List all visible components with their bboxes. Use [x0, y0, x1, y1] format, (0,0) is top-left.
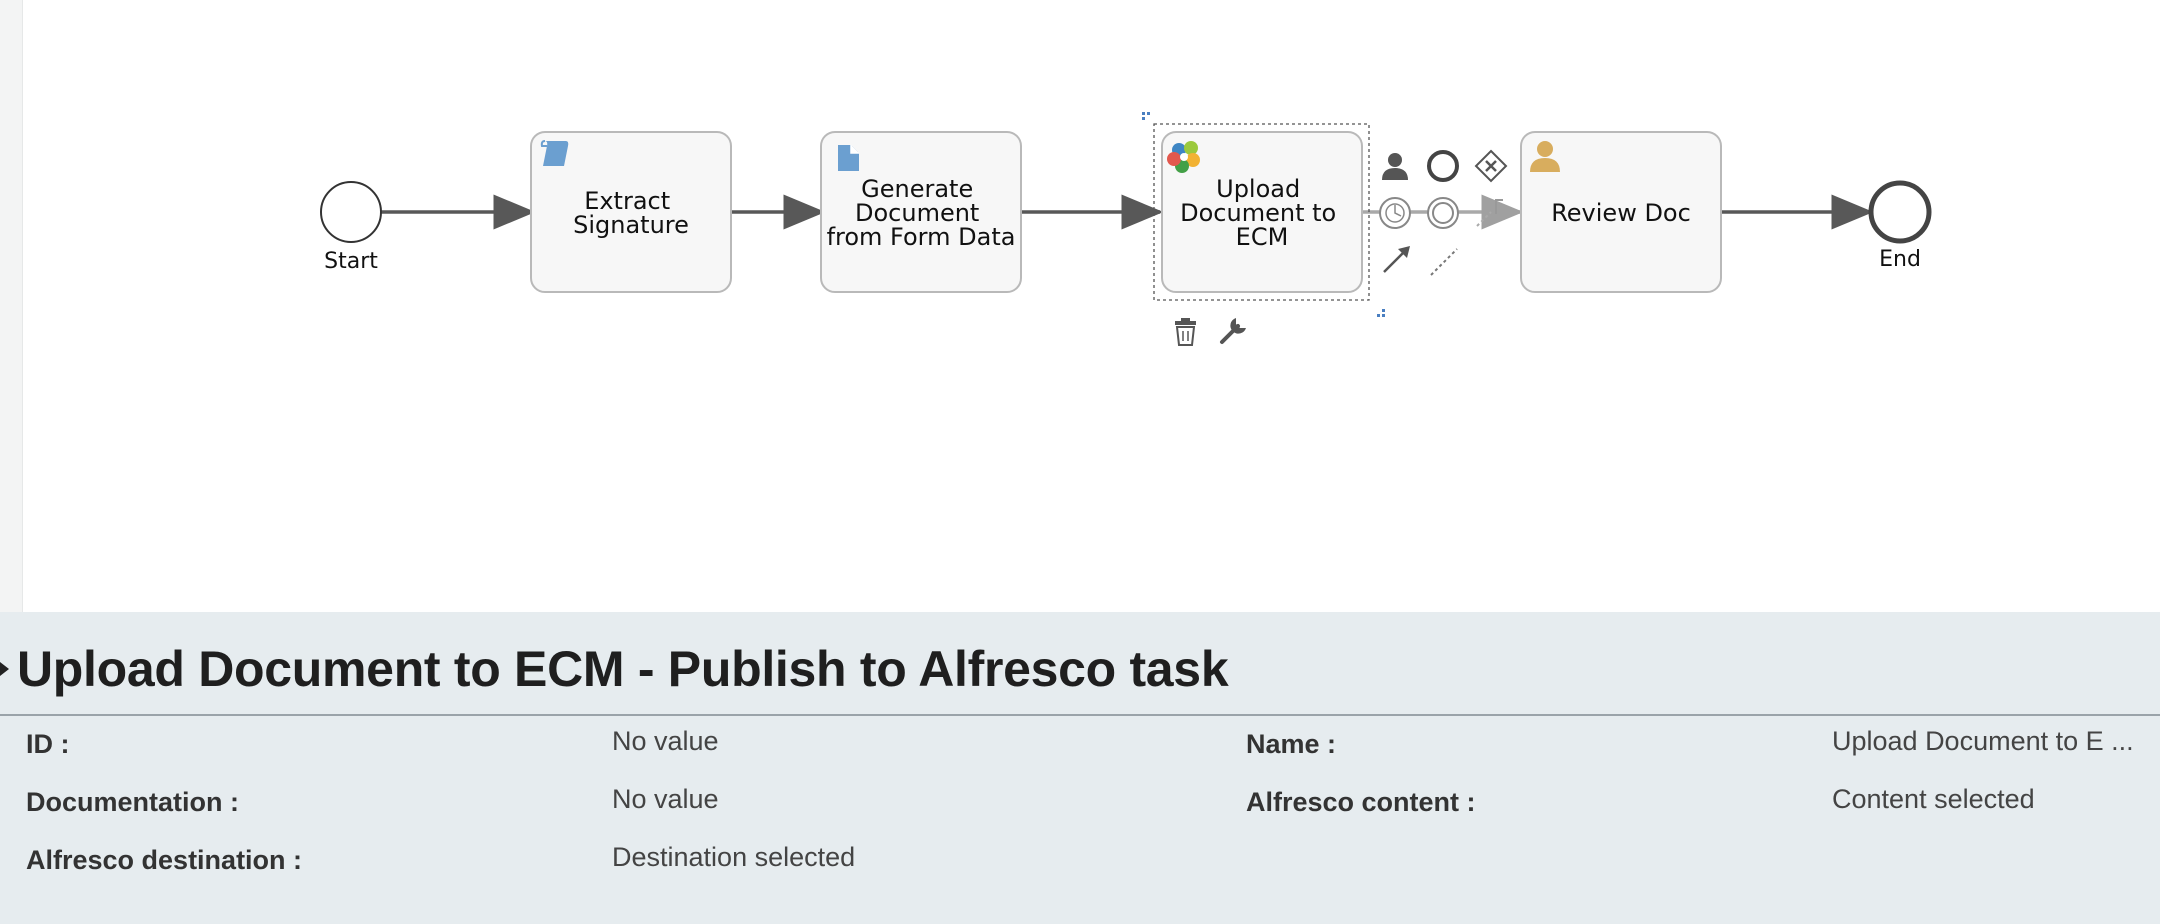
connect-arrow-icon[interactable]: [1383, 246, 1410, 273]
end-event-label: End: [1879, 247, 1921, 272]
prop-documentation-value[interactable]: No value: [612, 784, 719, 814]
selection-box: [1153, 123, 1370, 301]
user-task-icon[interactable]: [1382, 153, 1408, 180]
end-event[interactable]: End: [1868, 180, 1932, 272]
delete-icon[interactable]: [1175, 318, 1196, 346]
properties-panel: Upload Document to ECM - Publish to Alfr…: [0, 612, 2160, 924]
prop-id-value[interactable]: No value: [612, 726, 719, 756]
text-annotation-icon[interactable]: [1495, 199, 1503, 214]
properties-panel-header[interactable]: Upload Document to ECM - Publish to Alfr…: [0, 634, 1229, 704]
intermediate-event-icon[interactable]: [1427, 197, 1459, 229]
task-generate-document[interactable]: Generate Document from Form Data: [820, 131, 1022, 293]
task-review-doc[interactable]: Review Doc: [1520, 131, 1722, 293]
alfresco-icon: [1167, 141, 1200, 173]
left-palette-edge: [0, 0, 23, 612]
task-extract-signature[interactable]: Extract Signature: [530, 131, 732, 293]
document-icon: [838, 145, 859, 171]
prop-name-label: Name :: [1246, 729, 1337, 759]
association-icon[interactable]: [1430, 248, 1458, 276]
wrench-icon[interactable]: [1220, 318, 1246, 344]
process-canvas[interactable]: Start Extract Signature Generate Documen…: [23, 0, 2160, 612]
task-label-generate: Generate Document from Form Data: [827, 175, 1016, 251]
end-event-icon[interactable]: [1427, 150, 1459, 182]
collapse-arrow-icon[interactable]: [0, 662, 9, 676]
start-event-label: Start: [324, 249, 378, 274]
prop-alfresco-destination-label: Alfresco destination :: [26, 845, 303, 875]
script-task-icon: [540, 140, 569, 166]
prop-id-label: ID :: [26, 729, 70, 759]
task-label-review: Review Doc: [1551, 199, 1691, 227]
task-label-extract: Extract Signature: [573, 187, 689, 239]
exclusive-gateway-icon[interactable]: [1474, 149, 1508, 183]
resize-handle-bottom-right[interactable]: [1377, 309, 1385, 317]
prop-name-value[interactable]: Upload Document to E ...: [1832, 726, 2134, 756]
prop-alfresco-content-label: Alfresco content :: [1246, 787, 1476, 817]
task-upload-document[interactable]: Upload Document to ECM: [1142, 112, 1385, 317]
prop-alfresco-destination-value[interactable]: Destination selected: [612, 842, 856, 872]
bpmn-diagram[interactable]: Start Extract Signature Generate Documen…: [23, 0, 2160, 612]
task-label-upload: Upload Document to ECM: [1180, 175, 1344, 251]
intermediate-timer-icon[interactable]: [1379, 197, 1411, 229]
prop-alfresco-content-value[interactable]: Content selected: [1832, 784, 2035, 814]
resize-handle-top-left[interactable]: [1142, 112, 1150, 120]
properties-panel-title: Upload Document to ECM - Publish to Alfr…: [17, 641, 1229, 697]
context-pad[interactable]: [1175, 149, 1508, 346]
start-event[interactable]: Start: [320, 181, 382, 274]
user-task-icon: [1530, 141, 1560, 172]
panel-divider: [0, 714, 2160, 716]
association-icon-2[interactable]: [1476, 211, 1492, 227]
prop-documentation-label: Documentation :: [26, 787, 239, 817]
